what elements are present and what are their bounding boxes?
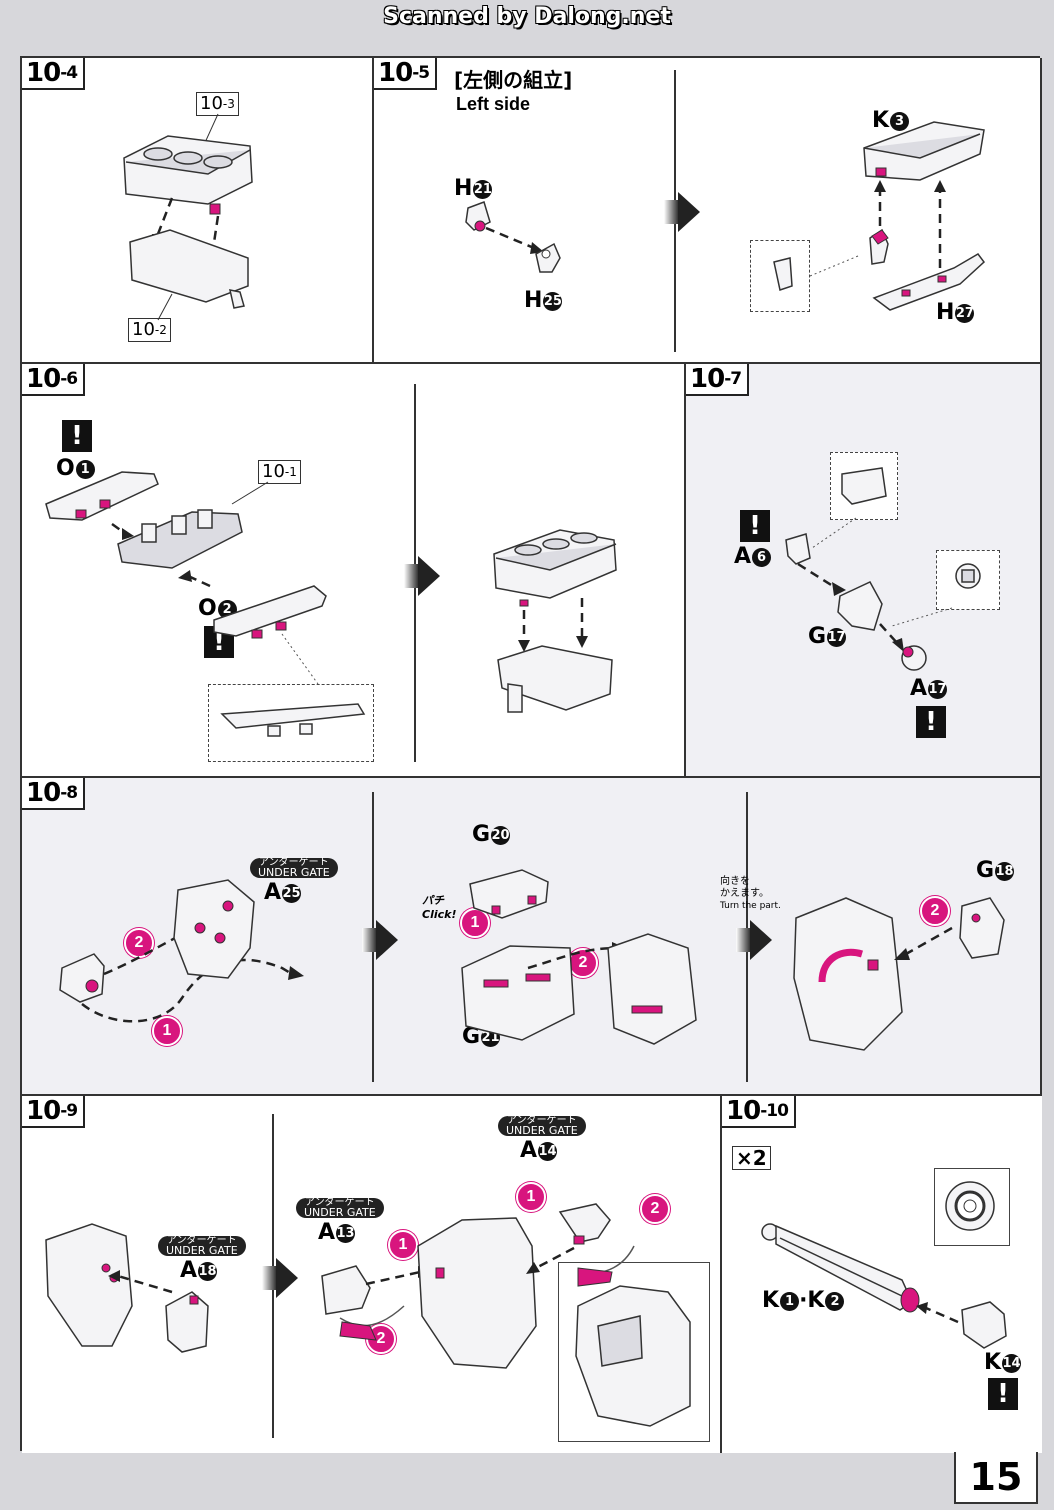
part-H21-label: H21 [454,176,493,201]
step-10-4-number: 10-4 [22,58,86,90]
scan-watermark: Scanned by Dalong.net [383,4,671,29]
step-10-7-illustration [785,467,981,671]
part-A14-label: A14 [520,1138,558,1163]
next-arrow [418,556,440,596]
next-arrow-stem [736,928,750,952]
part-A13-label: A13 [318,1220,356,1245]
ref-10-1: 10-1 [258,460,301,484]
order-1-marker: 1 [388,1230,418,1260]
ref-10-2: 10-2 [128,318,171,342]
step-10-10-number: 10-10 [722,1096,796,1128]
next-arrow-stem [404,564,418,588]
ref-10-3: 10-3 [196,92,239,116]
step-10-5-title-jp: [左側の組立] [454,68,573,92]
order-1-marker: 1 [516,1182,546,1212]
order-1-marker: 1 [460,908,490,938]
part-K14-label: K14 [984,1350,1022,1375]
step-10-5-number: 10-5 [374,58,438,90]
next-arrow [276,1258,298,1298]
order-2-marker: 2 [640,1194,670,1224]
order-2-marker: 2 [920,896,950,926]
step-10-9-illustration [45,1203,691,1427]
step-10-6-illustration [45,471,617,737]
step-10-8-illustration [59,869,1005,1051]
step-10-6-number: 10-6 [22,364,86,396]
caution-icon: ! [62,420,92,452]
caution-icon: ! [740,510,770,542]
part-A25-label: A25 [264,880,302,905]
step-10-10-illustration [761,1181,1007,1349]
step-10-7-number: 10-7 [686,364,750,396]
quantity-multiplier: ×2 [732,1146,771,1170]
part-G18-label: G18 [976,858,1015,883]
part-A18-label: A18 [180,1258,218,1283]
next-arrow-stem [362,928,376,952]
order-1-marker: 1 [152,1016,182,1046]
part-A17-label: A17 [910,676,948,701]
step-10-4-panel: 10-4 10-3 10-2 [22,58,374,364]
page-number: 15 [954,1452,1038,1504]
turn-part-note: 向きをかえます。Turn the part. [720,876,781,911]
caution-icon: ! [916,706,946,738]
part-G20-label: G20 [472,822,511,847]
next-arrow [678,192,700,232]
step-10-5-illustration [465,121,986,311]
next-arrow [376,920,398,960]
step-10-5-title-en: Left side [456,94,531,114]
next-arrow-stem [262,1266,276,1290]
part-G17-label: G17 [808,624,847,649]
next-arrow-stem [664,200,678,224]
part-H27-label: H27 [936,300,975,325]
next-arrow [750,920,772,960]
instruction-sheet: 10-4 10-3 10-2 10-5 [左側の組立] Left side H2… [20,56,1042,1453]
step-10-9-number: 10-9 [22,1096,86,1128]
step-10-4-illustration [123,113,253,321]
part-H25-label: H25 [524,288,563,313]
step-10-8-number: 10-8 [22,778,86,810]
caution-icon: ! [988,1378,1018,1410]
